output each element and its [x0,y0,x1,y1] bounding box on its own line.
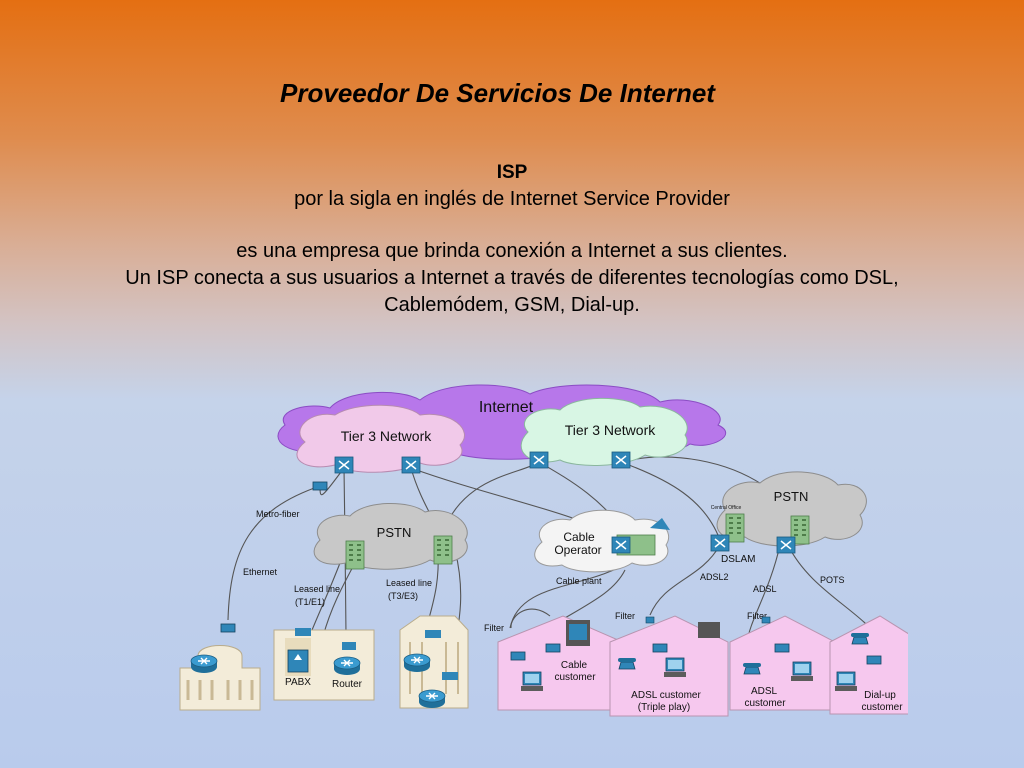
filter-label-3: Filter [747,611,767,621]
metro-fiber-label: Metro-fiber [256,509,300,519]
cable-operator-cloud: Cable Operator [534,509,669,573]
dialup-customer-label-2: customer [861,702,903,713]
phone-icon [617,657,637,670]
pstn-right-label: PSTN [774,489,809,504]
central-office-building-icon [433,535,453,565]
router-icon [418,689,446,709]
csu-icon [425,630,441,638]
pc-icon [520,671,544,692]
cable-customer-label-2: customer [554,672,596,683]
dialup-modem-icon [866,655,882,665]
adsl-triple-play-house: ADSL customer (Triple play) [609,615,729,717]
isp-network-diagram: Internet Tier 3 Network Tier 3 Network P… [170,380,908,720]
enterprise-building-2: PABX Router [273,628,375,701]
isp-subtitle: por la sigla en inglés de Internet Servi… [294,188,730,210]
tier3-left-label: Tier 3 Network [341,428,433,444]
leased-line-1-rate-label: (T1/E1) [295,597,325,607]
pabx-icon [287,649,309,673]
cable-plant-label: Cable plant [556,576,602,586]
filter-label-2: Filter [615,611,635,621]
adsl-triple-label-2: (Triple play) [638,702,690,713]
cable-customer-house: Cable customer [497,615,619,711]
pc-icon [834,671,858,692]
router-icon [190,654,218,674]
central-office-building-icon [345,540,365,570]
body-line-2: Un ISP conecta a sus usuarios a Internet… [125,267,899,289]
tier3-left-cloud: Tier 3 Network [296,404,465,473]
phone-icon [850,632,870,645]
dialup-customer-label-1: Dial-up [864,690,896,701]
slide-title: Proveedor De Servicios De Internet [280,78,715,108]
isp-heading: ISP [496,162,528,183]
internet-label: Internet [479,399,534,416]
phone-icon [742,662,762,675]
adsl-triple-label-1: ADSL customer [631,690,701,701]
satellite-dish-icon [650,518,670,530]
csu-icon [342,642,356,650]
metro-fiber-device-icon [312,481,328,491]
cable-operator-label-2: Operator [554,543,601,557]
router-icon [403,653,431,673]
filter-label-1: Filter [484,623,504,633]
adsl-modem-icon [652,643,668,653]
cable-operator-label-1: Cable [563,530,595,544]
media-converter-icon [220,623,236,633]
filter-icon [645,616,655,624]
dslam-icon [710,534,730,552]
set-top-box-icon [545,643,561,653]
slide-text-block: ISP por la sigla en inglés de Internet S… [0,159,1024,319]
switch-icon [611,451,631,469]
enterprise-building-1 [179,623,261,711]
switch-icon [401,456,421,474]
tier3-right-cloud: Tier 3 Network [520,397,688,466]
pc-icon [663,657,687,678]
adsl-customer-label-2: customer [744,698,786,709]
pstn-left-label: PSTN [377,525,412,540]
body-line-3: Cablemódem, GSM, Dial-up. [384,294,640,316]
adsl-customer-house: ADSL customer [729,615,836,711]
pc-icon [790,661,814,682]
adsl-label: ADSL [753,584,777,594]
leased-line-2-rate-label: (T3/E3) [388,591,418,601]
dialup-customer-house: Dial-up customer [829,615,908,715]
leased-line-2-label: Leased line [386,578,432,588]
csu-icon [295,628,311,636]
cable-modem-icon [510,651,526,661]
adsl-customer-label-1: ADSL [751,686,778,697]
tv-icon [698,622,720,638]
leased-line-1-label: Leased line [294,584,340,594]
dslam-icon [776,536,796,554]
ethernet-label: Ethernet [243,567,278,577]
pots-label: POTS [820,575,845,585]
cable-customer-label-1: Cable [561,660,588,671]
central-office-label: Central Office [711,505,742,511]
csu-icon [442,672,458,680]
cmts-icon [611,536,631,554]
pstn-right-cloud: PSTN Central Office [711,471,867,547]
dslam-label: DSLAM [721,554,755,565]
switch-icon [334,456,354,474]
switch-icon [529,451,549,469]
router-label: Router [332,679,363,690]
router-icon [333,656,361,676]
body-line-1: es una empresa que brinda conexión a Int… [236,240,788,262]
enterprise-building-3 [399,615,469,709]
adsl2-label: ADSL2 [700,572,729,582]
tier3-right-label: Tier 3 Network [565,422,657,438]
filter-icon [761,616,771,624]
pabx-label: PABX [285,677,311,688]
adsl-modem-icon [774,643,790,653]
